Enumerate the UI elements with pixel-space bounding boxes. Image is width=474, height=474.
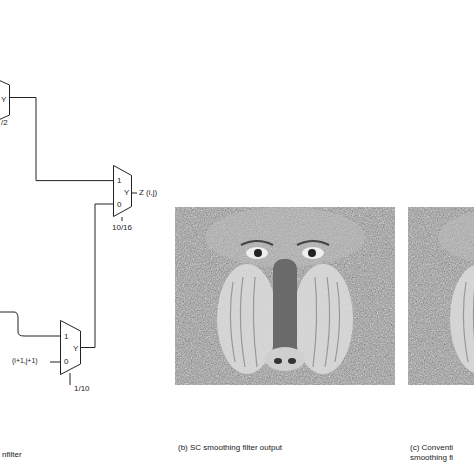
select-wire [70,373,71,385]
baboon-image-b [175,207,395,385]
signal-label: 1/10 [74,384,90,394]
signal-label: /2 [1,118,8,128]
mux-pin-label: Y [73,345,78,353]
signal-label: 10/16 [112,223,132,233]
input-wire [0,312,60,336]
figure-caption: (c) Conventi [410,443,453,453]
input-wire [50,362,60,363]
signal-label: Z (i,j) [139,188,157,198]
figure-caption: nfilter [2,450,22,460]
select-wire [122,217,123,221]
mux-pin-label: 0 [117,201,121,209]
output-wire [132,193,137,194]
mux-pin-label: Y [124,189,129,197]
figure-caption: smoothing fi [410,453,453,463]
wires [0,193,137,385]
signal-label: (i+1,j+1) [12,357,38,366]
signal-wire [81,204,113,348]
signal-wire [10,98,113,181]
figure-caption: (b) SC smoothing filter output [178,443,290,453]
mux-block: 1 0Y [60,320,81,375]
baboon-image-c [408,207,474,385]
mux-pin-label: 0 [64,358,68,366]
mux-pin-label: 1 [64,333,68,341]
mux-pin-label: Y [1,96,6,104]
mux-block: 1 0Y [113,165,132,217]
mux-pin-label: 1 [117,177,121,185]
mux-block: Y [0,75,10,125]
